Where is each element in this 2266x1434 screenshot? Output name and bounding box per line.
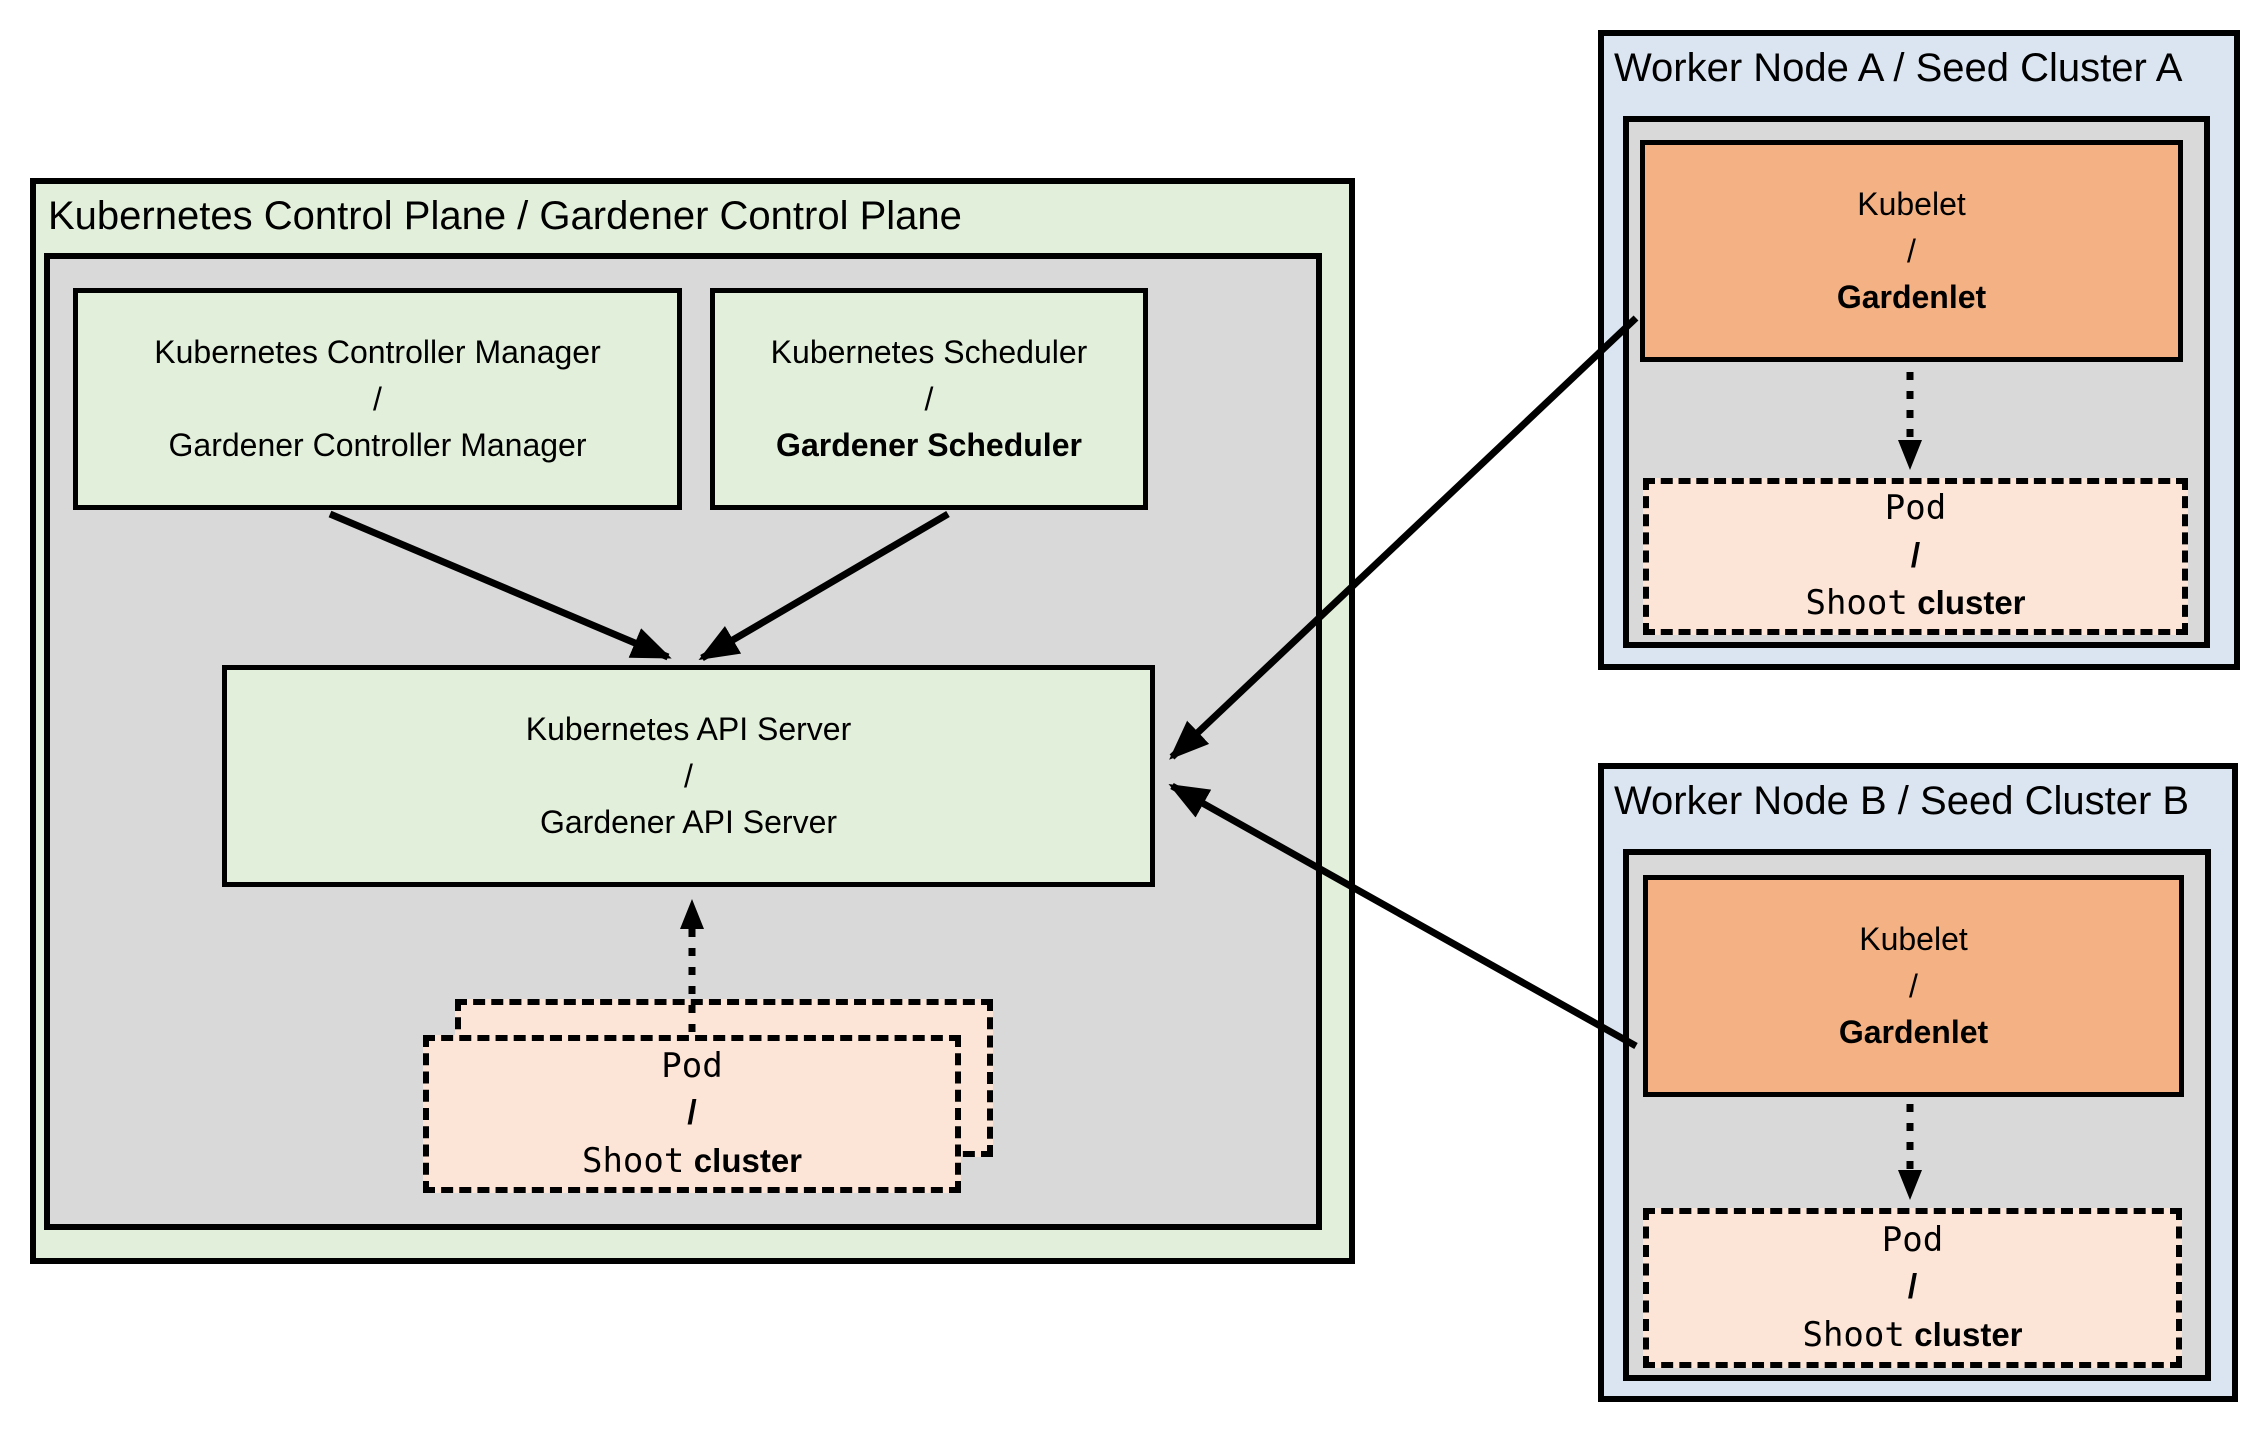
scheduler-slash: / [924, 380, 934, 417]
controller-manager-line2: Gardener Controller Manager [168, 427, 587, 464]
pod-shoot-cluster-box-front: Pod / Shoot cluster [423, 1035, 961, 1193]
api-server-line1: Kubernetes API Server [525, 711, 852, 748]
pod-line1: Pod [661, 1045, 723, 1086]
scheduler-line2: Gardener Scheduler [776, 427, 1082, 464]
controller-manager-box: Kubernetes Controller Manager / Gardener… [73, 288, 682, 510]
control-plane-title: Kubernetes Control Plane / Gardener Cont… [48, 194, 962, 238]
pod-line3-shoot: Shoot [581, 1140, 685, 1181]
pod-b-line3-shoot: Shoot [1802, 1314, 1905, 1355]
api-server-box: Kubernetes API Server / Gardener API Ser… [222, 665, 1155, 887]
api-server-slash: / [684, 757, 693, 794]
pod-a-line3-cluster: cluster [1917, 584, 2026, 622]
scheduler-box: Kubernetes Scheduler / Gardener Schedule… [710, 288, 1148, 510]
pod-a-line3: Shoot cluster [1805, 580, 2025, 628]
worker-node-b-title: Worker Node B / Seed Cluster B [1614, 779, 2190, 823]
scheduler-line1: Kubernetes Scheduler [770, 334, 1088, 371]
pod-line3: Shoot cluster [582, 1138, 802, 1186]
kubelet-a-line2: Gardenlet [1836, 279, 1987, 316]
pod-b-line3: Shoot cluster [1802, 1312, 2022, 1360]
worker-node-a-title: Worker Node A / Seed Cluster A [1614, 46, 2183, 90]
pod-a-slash: / [1910, 536, 1921, 575]
pod-b-line3-cluster: cluster [1914, 1315, 2023, 1353]
pod-a-line3-shoot: Shoot [1805, 583, 1908, 624]
pod-slash: / [687, 1094, 697, 1133]
pod-line3-cluster: cluster [693, 1141, 803, 1179]
kubelet-a-box: Kubelet / Gardenlet [1640, 140, 2183, 362]
pod-a-box: Pod / Shoot cluster [1643, 478, 2188, 635]
kubelet-b-box: Kubelet / Gardenlet [1643, 875, 2184, 1097]
kubelet-a-slash: / [1907, 232, 1916, 269]
pod-a-line1: Pod [1884, 488, 1947, 529]
kubelet-a-line1: Kubelet [1857, 186, 1966, 223]
kubelet-b-line1: Kubelet [1859, 921, 1968, 958]
kubelet-b-slash: / [1909, 967, 1918, 1004]
api-server-line2: Gardener API Server [539, 804, 838, 841]
controller-manager-slash: / [373, 380, 382, 417]
controller-manager-line1: Kubernetes Controller Manager [154, 334, 601, 371]
pod-b-slash: / [1907, 1268, 1918, 1307]
kubelet-b-line2: Gardenlet [1838, 1014, 1989, 1051]
pod-b-box: Pod / Shoot cluster [1643, 1208, 2182, 1368]
pod-b-line1: Pod [1881, 1219, 1944, 1260]
